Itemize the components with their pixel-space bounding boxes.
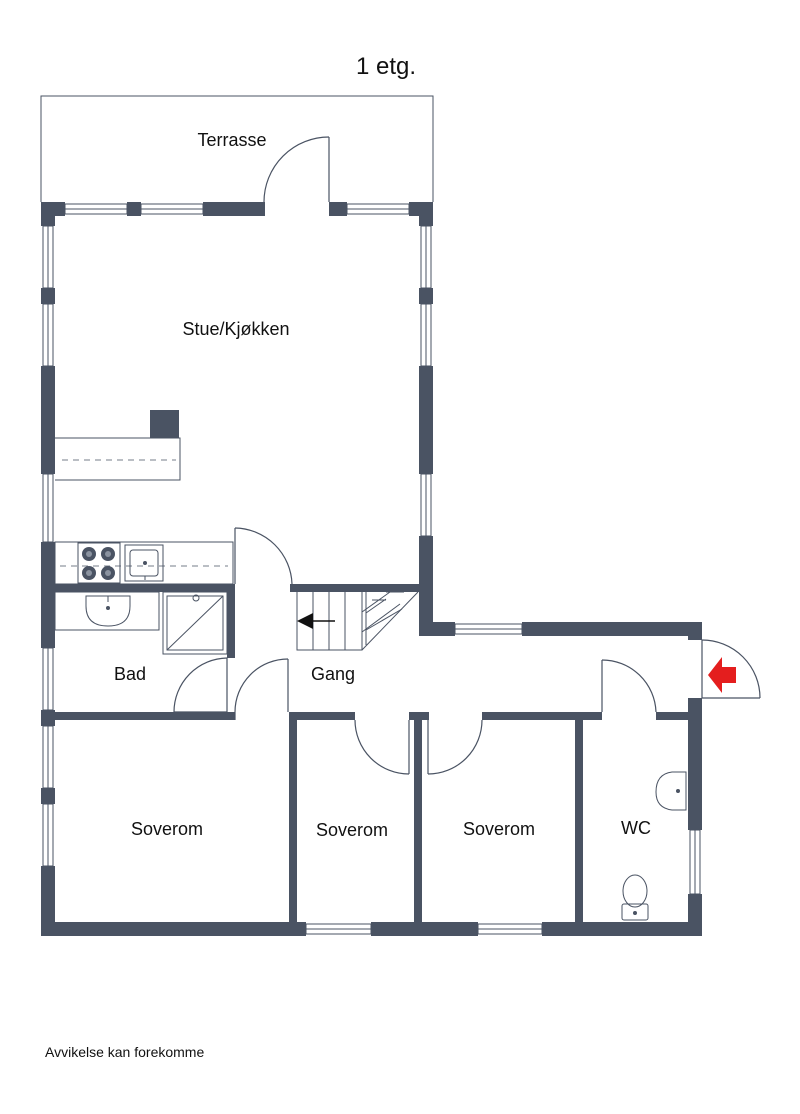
wc-fixtures xyxy=(621,771,687,921)
label-terrace: Terrasse xyxy=(197,130,266,150)
label-living-kitchen: Stue/Kjøkken xyxy=(182,319,289,339)
kitchen-counter xyxy=(54,541,234,585)
floor-title: 1 etg. xyxy=(356,53,416,80)
toilet-icon xyxy=(621,874,649,921)
label-hall: Gang xyxy=(311,664,355,684)
walls xyxy=(41,202,702,936)
label-wc: WC xyxy=(621,818,651,838)
stair-direction-arrow xyxy=(297,613,313,629)
label-bedroom-2: Soverom xyxy=(316,820,388,840)
kitchen-island xyxy=(55,437,181,481)
terrace-door xyxy=(263,136,330,203)
terrace-outline xyxy=(40,95,434,202)
kitchen-sink-icon xyxy=(124,544,164,582)
shower-icon xyxy=(162,591,228,655)
windows xyxy=(42,203,701,935)
washbasin-icon xyxy=(85,595,131,627)
wc-washbasin-icon xyxy=(655,771,687,811)
label-bedroom-1: Soverom xyxy=(131,819,203,839)
entrance-arrow-icon xyxy=(708,657,736,693)
label-bath: Bad xyxy=(114,664,146,684)
stove-icon xyxy=(77,542,121,584)
bath-fixtures xyxy=(54,591,228,655)
label-bedroom-3: Soverom xyxy=(463,819,535,839)
disclaimer-text: Avvikelse kan forekomme xyxy=(45,1044,204,1060)
staircase xyxy=(296,591,419,651)
interior-doors xyxy=(173,527,761,775)
